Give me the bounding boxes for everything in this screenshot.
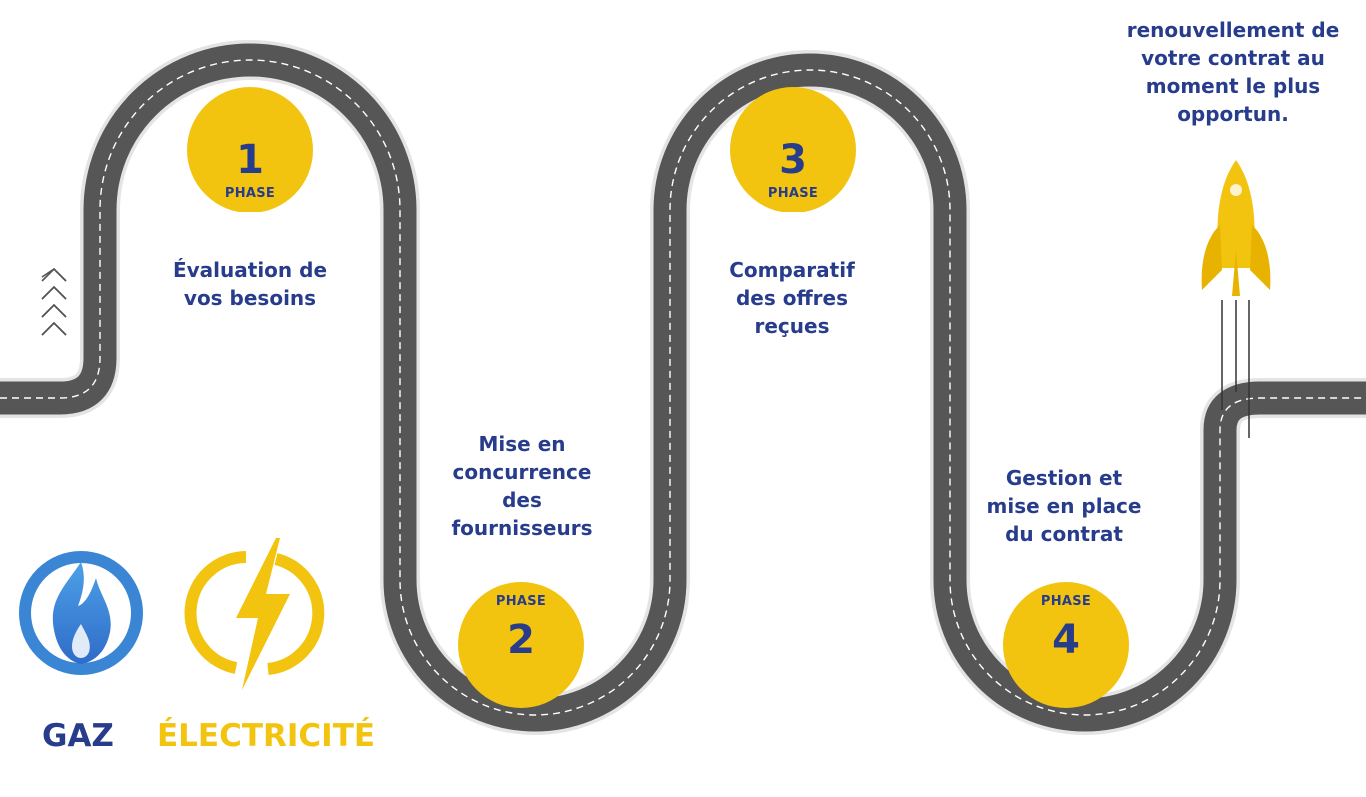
electricity-label: ÉLECTRICITÉ [157, 718, 376, 754]
phase-2-word: PHASE [495, 594, 547, 609]
phase-badge-1 [187, 87, 313, 212]
phase-3-word: PHASE [767, 186, 819, 201]
phase-1-word: PHASE [224, 186, 276, 201]
phase-badge-2 [458, 582, 584, 708]
phase-1-number: 1 [236, 137, 264, 183]
lightning-bolt-icon [184, 538, 325, 690]
phase-4-number: 4 [1052, 617, 1080, 663]
phase-badge-3 [730, 87, 856, 212]
winding-road [0, 40, 1366, 735]
step-2-label: Mise en concurrence des fournisseurs [451, 432, 593, 540]
phase-4-word: PHASE [1040, 594, 1092, 609]
step-1-label: Évaluation de vos besoins [172, 258, 328, 310]
chevrons-up-icon [41, 267, 67, 336]
phase-badge-4 [1003, 582, 1129, 708]
phase-3-number: 3 [779, 137, 807, 183]
step-3-label: Comparatif des offres reçues [729, 258, 855, 338]
rocket-icon [1201, 160, 1271, 438]
renewal-text: renouvellement de votre contrat au momen… [1126, 18, 1340, 126]
gas-label: GAZ [42, 718, 114, 754]
phase-2-number: 2 [507, 617, 535, 663]
step-4-label: Gestion et mise en place du contrat [986, 466, 1142, 546]
flame-icon [19, 551, 143, 675]
